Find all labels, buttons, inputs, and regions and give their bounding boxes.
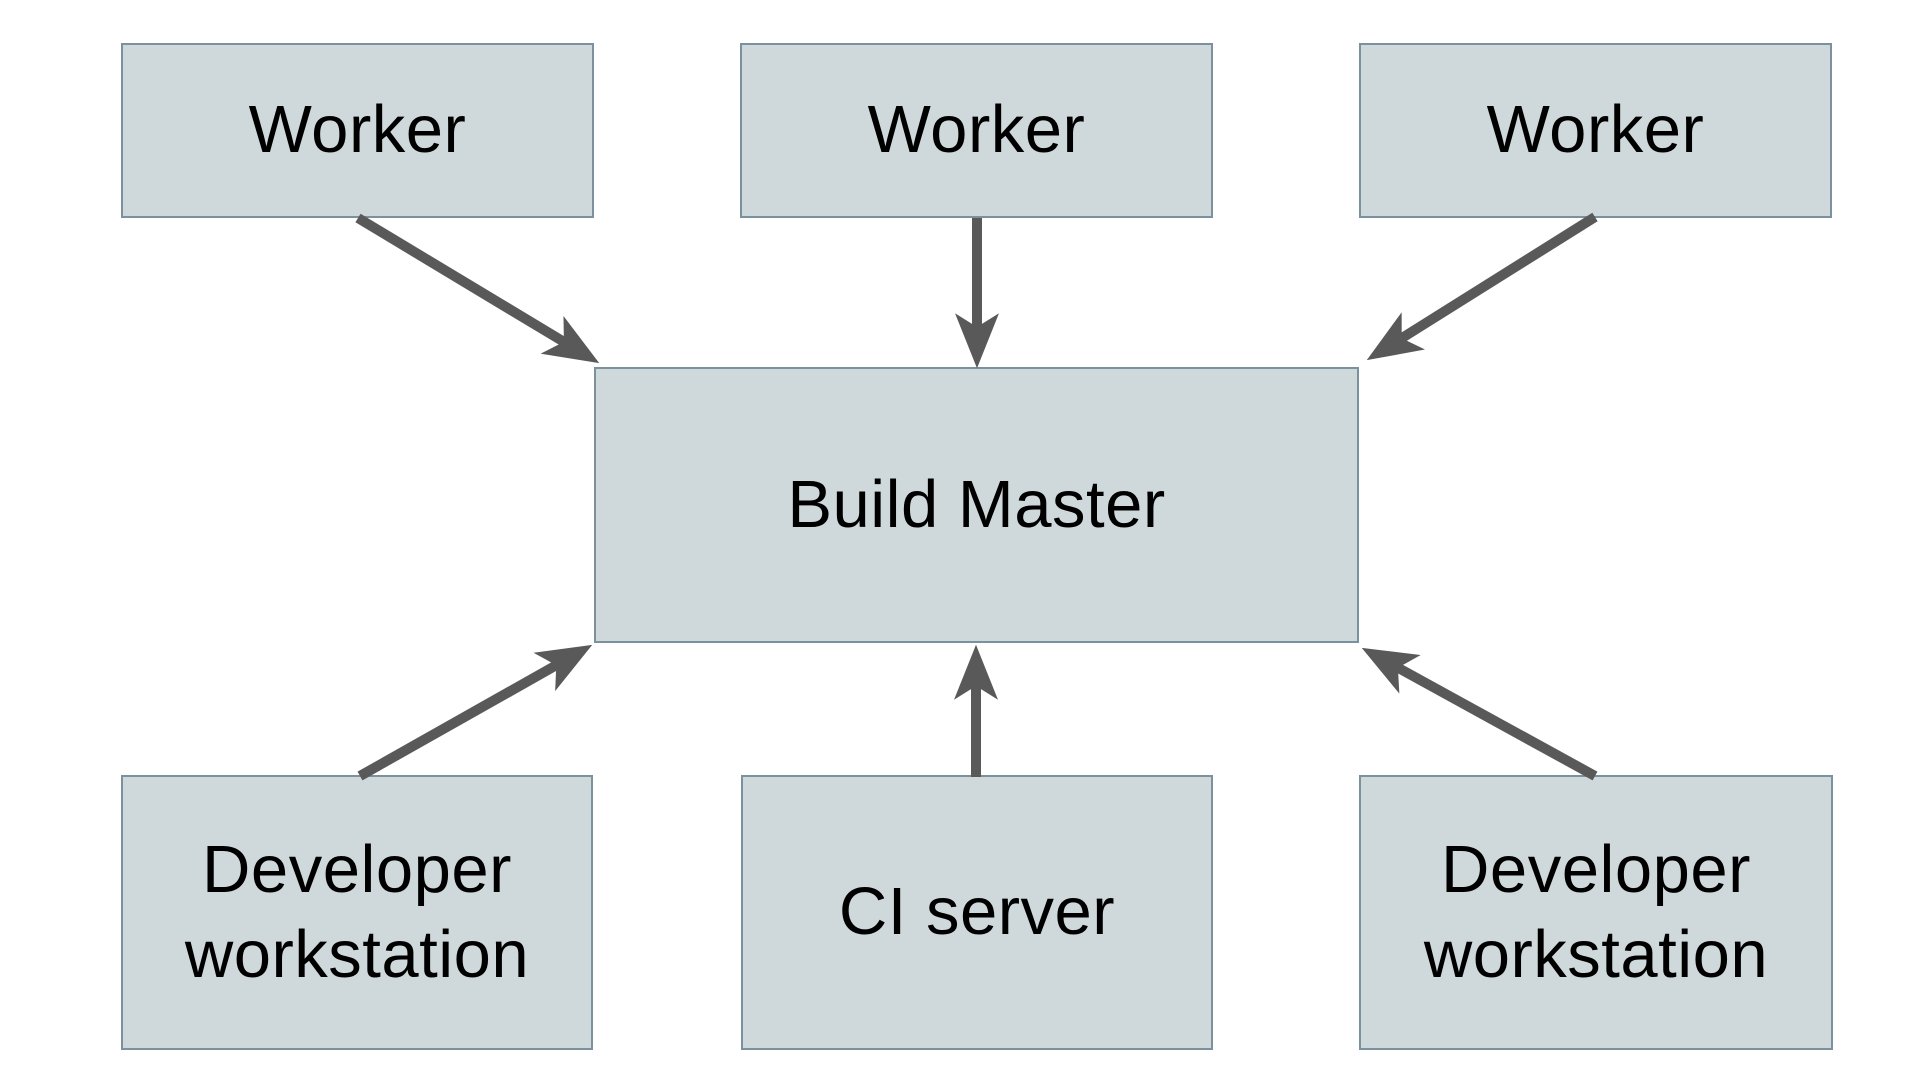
node-developer-workstation-left: Developer workstation xyxy=(121,775,593,1050)
node-worker-3: Worker xyxy=(1359,43,1832,218)
arrow-dev-workstation-left-to-build-master xyxy=(357,644,593,781)
node-developer-workstation-right: Developer workstation xyxy=(1359,775,1833,1050)
arrow-worker-3-to-build-master xyxy=(1366,212,1598,361)
node-developer-workstation-left-label: Developer workstation xyxy=(184,832,530,992)
node-build-master: Build Master xyxy=(594,367,1359,643)
node-worker-1: Worker xyxy=(121,43,594,218)
node-developer-workstation-right-label: Developer workstation xyxy=(1423,832,1769,992)
node-worker-1-label: Worker xyxy=(248,92,467,168)
node-ci-server: CI server xyxy=(741,775,1213,1050)
node-worker-2: Worker xyxy=(740,43,1213,218)
arrow-worker-1-to-build-master xyxy=(355,213,600,364)
node-ci-server-label: CI server xyxy=(838,874,1116,950)
node-worker-3-label: Worker xyxy=(1486,92,1705,168)
node-build-master-label: Build Master xyxy=(787,466,1166,542)
arrow-dev-workstation-right-to-build-master xyxy=(1361,647,1598,781)
node-worker-2-label: Worker xyxy=(867,92,1086,168)
